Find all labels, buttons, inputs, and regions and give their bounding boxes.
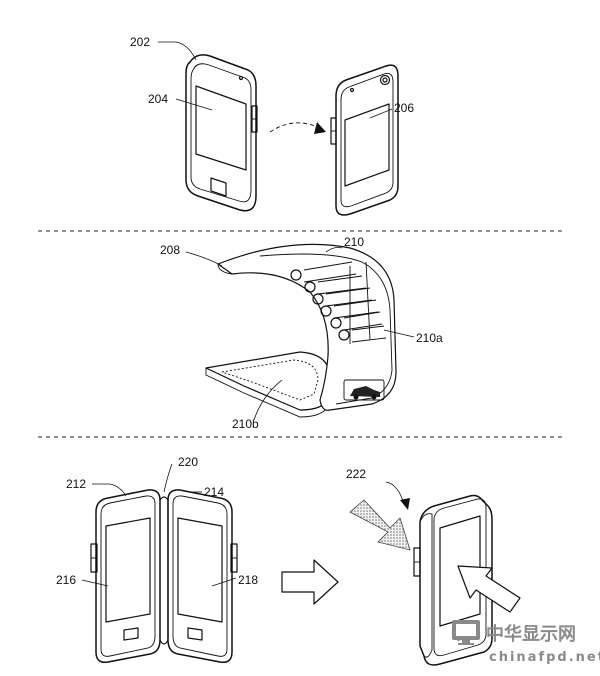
ref-label-202: 202 xyxy=(130,35,150,49)
phone-front-202 xyxy=(185,54,258,212)
transition-arrow xyxy=(281,559,339,605)
ref-label-210a: 210a xyxy=(416,331,443,345)
ref-label-218: 218 xyxy=(238,573,258,587)
watermark: 中华显示网 chinafpd.net xyxy=(452,620,600,665)
ref-label-210b: 210b xyxy=(232,417,259,431)
watermark-url: chinafpd.net xyxy=(489,650,600,665)
ref-label-208: 208 xyxy=(160,243,180,257)
ref-label-210: 210 xyxy=(344,235,364,249)
ref-label-222: 222 xyxy=(346,467,366,481)
display-list-items xyxy=(290,261,387,344)
car-image-region xyxy=(343,379,385,401)
rotation-arrow xyxy=(269,122,326,134)
foldable-device-open xyxy=(90,489,238,664)
pointer-arrow xyxy=(457,565,521,613)
watermark-title: 中华显示网 xyxy=(486,623,576,645)
dotted-arrow xyxy=(349,499,411,551)
flexible-display-210 xyxy=(205,243,397,418)
ref-label-206: 206 xyxy=(394,101,414,115)
ref-label-216: 216 xyxy=(56,573,76,587)
ref-label-212: 212 xyxy=(66,477,86,491)
ref-label-204: 204 xyxy=(148,92,168,106)
ref-label-214: 214 xyxy=(204,485,224,499)
phone-back-206 xyxy=(330,64,399,216)
ref-label-220: 220 xyxy=(178,455,198,469)
foldable-device-folded xyxy=(413,494,493,666)
